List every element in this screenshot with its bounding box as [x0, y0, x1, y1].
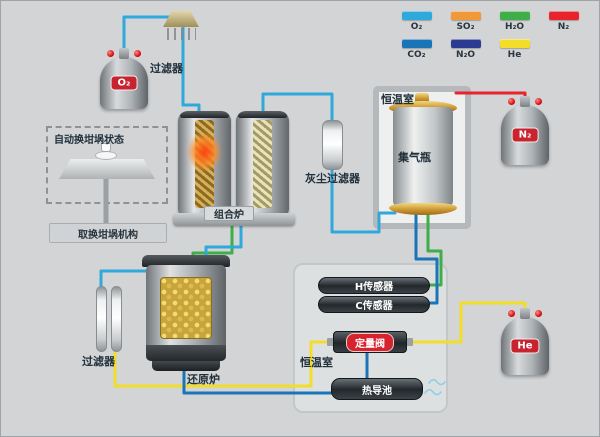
reduction-furnace-label: 还原炉 — [187, 373, 220, 386]
metering-valve: 定量阀 — [333, 331, 407, 353]
legend-item-he: He — [490, 39, 539, 60]
valve-icon — [520, 96, 530, 107]
legend-label-co2: CO₂ — [407, 50, 426, 60]
legend-item-so2: SO₂ — [441, 11, 490, 32]
steam-icon — [424, 388, 442, 396]
heating-coil-icon — [253, 120, 272, 208]
pipe-reduction-to-tc-cell — [182, 365, 337, 395]
reduction-furnace — [146, 265, 226, 361]
carrier-filter-label: 过滤器 — [82, 355, 115, 368]
pipe-filter-to-furnace — [181, 25, 201, 119]
legend-swatch-so2 — [450, 11, 481, 20]
dust-filter-label: 灰尘过滤器 — [305, 172, 360, 185]
legend-label-n2: N₂ — [557, 22, 570, 32]
pipe-he-tank-to-metering-valve — [405, 301, 527, 344]
gauge-icon — [535, 98, 542, 105]
furnace-rim — [238, 111, 287, 118]
collector-nozzle — [415, 93, 429, 103]
auto-crucible-title: 自动换坩埚状态 — [54, 135, 124, 146]
crucible-disc — [95, 151, 117, 160]
furnace-chamber-left — [178, 111, 231, 215]
combo-furnace-label: 组合炉 — [204, 206, 254, 221]
legend-swatch-he — [499, 39, 530, 48]
gauge-icon — [508, 98, 515, 105]
gauge-icon — [107, 50, 114, 57]
valve-icon — [119, 48, 129, 59]
legend-label-he: He — [507, 50, 522, 60]
gas-collector-label: 集气瓶 — [398, 151, 431, 164]
legend-label-so2: SO₂ — [456, 22, 475, 32]
o2-cylinder-badge: O₂ — [110, 75, 138, 91]
reduction-furnace-cap — [142, 255, 230, 267]
legend-label-h2o: H₂O — [504, 22, 525, 32]
n2-cylinder-badge: N₂ — [511, 127, 539, 143]
legend: O₂ SO₂ H₂O N₂ CO₂ N₂O He — [392, 11, 592, 60]
he-cylinder-badge: He — [510, 338, 540, 354]
inlet-filter-label: 过滤器 — [150, 62, 183, 75]
reduction-furnace-base — [152, 361, 220, 371]
gauge-icon — [535, 310, 542, 317]
legend-swatch-n2 — [548, 11, 579, 20]
collector-bottom-cap — [389, 203, 457, 215]
n2-cylinder: N₂ — [501, 96, 549, 165]
legend-swatch-co2 — [401, 39, 432, 48]
legend-swatch-o2 — [401, 11, 432, 20]
legend-swatch-h2o — [499, 11, 530, 20]
legend-item-n2o: N₂O — [441, 39, 490, 60]
filter-spray-icon — [167, 28, 196, 40]
carrier-filter-tube — [96, 286, 107, 352]
valve-port — [327, 338, 334, 346]
legend-item-co2: CO₂ — [392, 39, 441, 60]
pipe-n2-tank-to-room — [454, 91, 527, 101]
carrier-filter-tube — [111, 286, 122, 352]
reduction-furnace-band — [146, 345, 226, 361]
valve-port — [406, 338, 413, 346]
crucible-platform — [59, 159, 155, 179]
pipe-o2-tank-to-filter — [122, 15, 175, 52]
legend-swatch-n2o — [450, 39, 481, 48]
gauge-icon — [134, 50, 141, 57]
legend-item-h2o: H₂O — [490, 11, 539, 32]
crucible — [101, 143, 111, 152]
he-cylinder: He — [501, 308, 549, 375]
h-sensor: H传感器 — [318, 277, 430, 294]
pipe-furnace-to-dust-filter — [261, 92, 334, 126]
inlet-filter-icon — [163, 11, 199, 27]
thermo-room-top-label: 恒温室 — [381, 93, 414, 106]
o2-cylinder: O₂ — [100, 48, 148, 109]
pipe-collector-to-h-sensor — [426, 204, 443, 287]
pipe-bottom-loop-to-filter — [113, 348, 313, 388]
thermo-room-bottom-label: 恒温室 — [300, 356, 333, 369]
pipe-filter-to-reduction — [99, 269, 153, 290]
crucible-mechanism-box: 取换坩埚机构 — [49, 223, 167, 243]
furnace-glow-icon — [181, 125, 228, 179]
valve-icon — [520, 308, 530, 319]
metering-valve-label: 定量阀 — [346, 332, 394, 352]
gauge-icon — [508, 310, 515, 317]
furnace-rim — [180, 111, 229, 118]
legend-label-n2o: N₂O — [455, 50, 476, 60]
pipe-collector-to-c-sensor — [414, 204, 439, 305]
c-sensor: C传感器 — [318, 296, 430, 313]
legend-item-n2: N₂ — [539, 11, 588, 32]
pipe-dust-filter-to-collector — [330, 166, 397, 234]
gas-collector-bottle — [393, 107, 453, 207]
legend-label-o2: O₂ — [410, 22, 423, 32]
steam-icon — [428, 378, 446, 386]
furnace-chamber-right — [236, 111, 289, 215]
dust-filter — [322, 120, 343, 170]
legend-item-o2: O₂ — [392, 11, 441, 32]
reagent-granules-icon — [160, 277, 212, 339]
thermal-conductivity-cell: 热导池 — [331, 378, 423, 400]
